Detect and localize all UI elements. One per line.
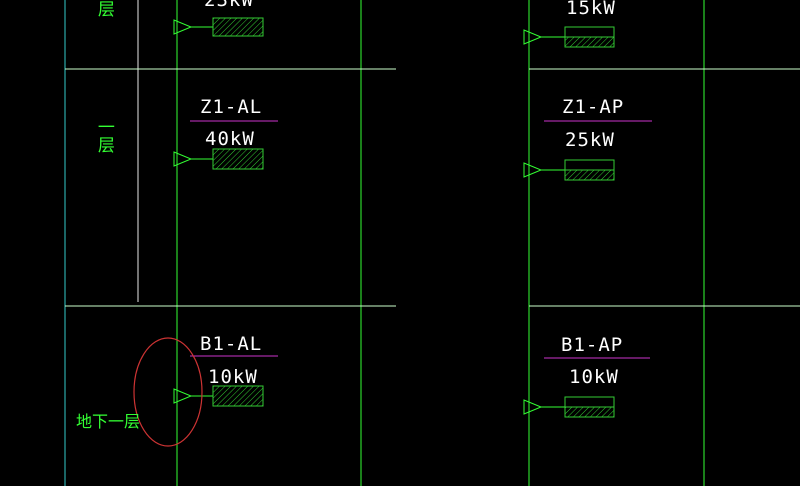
feeder-arrow-icon (523, 162, 543, 178)
panel-z1-ap-power: 25kW (565, 129, 615, 151)
panel-2f-left[interactable] (173, 17, 264, 37)
feeder-arrow-icon (523, 29, 543, 45)
highlight-circle (133, 337, 203, 447)
feeder-arrow-icon (173, 19, 193, 35)
panel-z1-ap[interactable] (523, 159, 615, 181)
panel-b1-ap[interactable] (523, 396, 615, 418)
feeder-arrow-icon (173, 388, 193, 404)
panel-z1-al[interactable] (173, 148, 264, 170)
panel-b1-ap-power: 10kW (569, 366, 619, 388)
floor-label-b1: 地下一层 (76, 412, 141, 431)
feeder-arrow-icon (523, 399, 543, 415)
panel-b1-al[interactable] (173, 385, 264, 407)
panel-b1-al-name: B1-AL (200, 333, 263, 355)
panel-2f-right-power: 15kW (566, 0, 616, 19)
panel-b1-al-power: 10kW (208, 366, 258, 388)
panel-2f-left-power: 23kW (204, 0, 254, 11)
panel-z1-al-name: Z1-AL (200, 96, 263, 118)
panel-z1-al-power: 40kW (205, 128, 255, 150)
distribution-box-icon (212, 148, 264, 170)
distribution-box-icon (212, 17, 264, 37)
distribution-box-icon (212, 385, 264, 407)
panel-b1-ap-name: B1-AP (561, 334, 624, 356)
floor-label-2f: 二层 (93, 0, 114, 18)
feeder-arrow-icon (173, 151, 193, 167)
panel-2f-right[interactable] (523, 26, 615, 48)
floor-label-1f: 一层 (93, 118, 114, 154)
panel-z1-ap-name: Z1-AP (562, 96, 625, 118)
